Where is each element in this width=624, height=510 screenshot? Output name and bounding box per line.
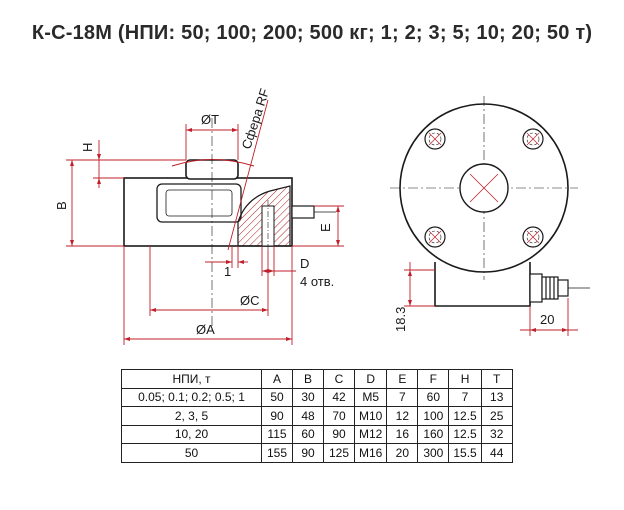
table-cell: 12	[386, 406, 419, 426]
table-cell: 42	[323, 387, 355, 407]
table-header-cell: НПИ, т	[121, 369, 262, 389]
table-cell: 90	[261, 406, 293, 426]
table-cell: 12.5	[448, 424, 482, 444]
table-cell: 10, 20	[121, 424, 262, 444]
table-cell: 12.5	[448, 406, 482, 426]
inner-cavity	[156, 183, 242, 223]
table-cell: 115	[261, 424, 293, 444]
dimension-width	[520, 298, 578, 336]
table-cell: 7	[386, 387, 419, 407]
dimension-height	[404, 262, 435, 307]
label-sphere: Сфера RF	[239, 87, 273, 151]
table-cell: 32	[480, 424, 513, 444]
table-cell: 48	[292, 406, 324, 426]
label-dim-A: ØA	[196, 322, 215, 337]
label-dim-T: ØT	[201, 112, 219, 127]
table-header-cell: C	[323, 369, 355, 389]
table-row: 10, 20 115 60 90 M12 16 160 12.5 32	[121, 424, 513, 444]
table-cell: 125	[323, 443, 355, 463]
table-cell: 44	[480, 443, 513, 463]
table-cell: 90	[292, 443, 324, 463]
sphere-arc	[171, 159, 255, 167]
table-cell: M16	[353, 443, 388, 463]
table-cell: 50	[261, 387, 293, 407]
table-cell: 13	[480, 387, 513, 407]
table-row: 2, 3, 5 90 48 70 M10 12 100 12.5 25	[121, 406, 513, 426]
label-dim-height: 18.3	[393, 307, 408, 332]
label-dim-B: B	[54, 201, 69, 210]
dimension-B	[66, 159, 186, 247]
table-cell: 160	[417, 424, 450, 444]
front-view: 18.3 20	[390, 96, 590, 336]
table-cell: 0.05; 0.1; 0.2; 0.5; 1	[121, 387, 262, 407]
table-header-cell: E	[386, 369, 419, 389]
table-cell: 15.5	[448, 443, 482, 463]
dimension-D	[261, 246, 296, 276]
dimension-E	[292, 205, 344, 247]
table-cell: M10	[353, 406, 388, 426]
dimension-1	[205, 246, 248, 268]
table-header-cell: A	[261, 369, 293, 389]
label-dim-E: E	[318, 223, 333, 232]
table-cell: 16	[386, 424, 419, 444]
table-cell: 30	[292, 387, 324, 407]
table-header-cell: F	[417, 369, 450, 389]
table-cell: M5	[353, 387, 388, 407]
label-dim-1: 1	[224, 264, 231, 279]
dimension-A	[123, 246, 293, 345]
table-cell: 100	[417, 406, 450, 426]
cable-connector	[529, 273, 590, 303]
table-header-row: НПИ, т A B C D E F H T	[121, 369, 513, 389]
sphere-leader	[227, 99, 269, 251]
table-header-cell: T	[480, 369, 513, 389]
page-title: К-С-18М (НПИ: 50; 100; 200; 500 кг; 1; 2…	[31, 22, 593, 44]
side-view: ØT H B Сфера RF E	[54, 87, 344, 345]
cable-stub	[291, 205, 315, 219]
label-dim-H: H	[80, 143, 95, 152]
table-header-cell: B	[292, 369, 324, 389]
table-header-cell: D	[353, 369, 388, 389]
specs-table: НПИ, т A B C D E F H T 0.05; 0.1; 0.2; 0…	[121, 369, 513, 463]
label-dim-width: 20	[540, 312, 554, 327]
label-dim-D: D	[300, 256, 309, 271]
table-cell: 25	[480, 406, 513, 426]
table-header-cell: H	[448, 369, 482, 389]
label-dim-C: ØC	[240, 293, 260, 308]
table-cell: 300	[417, 443, 450, 463]
table-cell: 90	[323, 424, 355, 444]
label-holes: 4 отв.	[300, 274, 334, 289]
table-row: 0.05; 0.1; 0.2; 0.5; 1 50 30 42 M5 7 60 …	[121, 387, 513, 407]
table-cell: 50	[121, 443, 262, 463]
table-cell: 60	[292, 424, 324, 444]
dimension-T	[185, 124, 239, 160]
table-cell: 70	[323, 406, 355, 426]
dimension-C	[149, 246, 269, 316]
table-cell: 7	[448, 387, 482, 407]
table-cell: 20	[386, 443, 419, 463]
table-cell: 155	[261, 443, 293, 463]
table-cell: 60	[417, 387, 450, 407]
table-row: 50 155 90 125 M16 20 300 15.5 44	[121, 443, 513, 463]
table-cell: M12	[353, 424, 388, 444]
mounting-holes	[424, 128, 544, 248]
table-cell: 2, 3, 5	[121, 406, 262, 426]
